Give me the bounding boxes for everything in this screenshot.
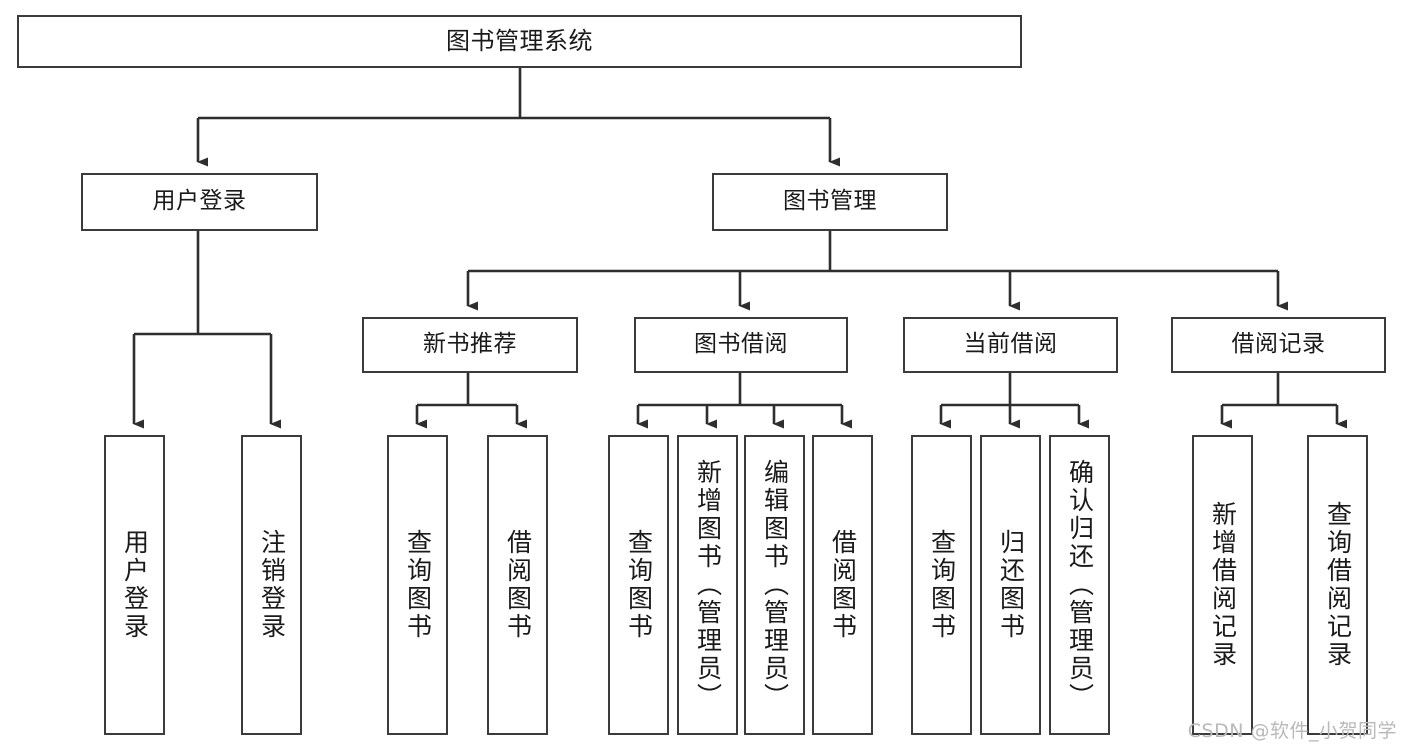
node-label: 图书管理系统 bbox=[446, 27, 593, 56]
leaf-record-add[interactable]: 新增借阅记录 bbox=[1192, 435, 1253, 735]
leaf-user-logout[interactable]: 注销登录 bbox=[241, 435, 302, 735]
node-label: 用户登录 bbox=[152, 188, 247, 215]
node-root-system[interactable]: 图书管理系统 bbox=[17, 15, 1022, 68]
node-label: 借阅图书 bbox=[503, 529, 533, 641]
leaf-borrow-edit-book[interactable]: 编辑图书（管理员） bbox=[744, 435, 805, 735]
node-label: 当前借阅 bbox=[963, 331, 1058, 358]
node-label: 查询图书 bbox=[927, 529, 957, 641]
node-label: 新书推荐 bbox=[423, 331, 517, 358]
node-label: 新增图书（管理员） bbox=[693, 459, 723, 711]
node-label: 编辑图书（管理员） bbox=[760, 459, 790, 711]
node-label: 借阅图书 bbox=[828, 529, 858, 641]
leaf-record-query[interactable]: 查询借阅记录 bbox=[1307, 435, 1368, 735]
node-label: 用户登录 bbox=[120, 529, 150, 641]
node-label: 查询借阅记录 bbox=[1323, 501, 1353, 669]
node-label: 图书借阅 bbox=[694, 331, 788, 358]
leaf-borrow-lend-book[interactable]: 借阅图书 bbox=[812, 435, 873, 735]
node-label: 确认归还（管理员） bbox=[1065, 459, 1095, 711]
node-current-borrow[interactable]: 当前借阅 bbox=[903, 317, 1118, 373]
node-label: 借阅记录 bbox=[1231, 331, 1326, 358]
node-label: 新增借阅记录 bbox=[1208, 501, 1238, 669]
leaf-borrow-query-book[interactable]: 查询图书 bbox=[608, 435, 669, 735]
node-label: 注销登录 bbox=[257, 529, 287, 641]
node-label: 归还图书 bbox=[996, 529, 1026, 641]
node-label: 查询图书 bbox=[624, 529, 654, 641]
node-user-login[interactable]: 用户登录 bbox=[81, 173, 318, 231]
node-new-book-recommend[interactable]: 新书推荐 bbox=[362, 317, 578, 373]
leaf-user-login[interactable]: 用户登录 bbox=[104, 435, 165, 735]
node-borrow-record[interactable]: 借阅记录 bbox=[1171, 317, 1386, 373]
leaf-borrow-add-book[interactable]: 新增图书（管理员） bbox=[677, 435, 738, 735]
node-book-management[interactable]: 图书管理 bbox=[712, 173, 948, 231]
leaf-current-confirm-return[interactable]: 确认归还（管理员） bbox=[1049, 435, 1110, 735]
leaf-current-return-book[interactable]: 归还图书 bbox=[980, 435, 1041, 735]
leaf-recommend-query-book[interactable]: 查询图书 bbox=[387, 435, 448, 735]
leaf-current-query-book[interactable]: 查询图书 bbox=[911, 435, 972, 735]
node-book-borrow[interactable]: 图书借阅 bbox=[634, 317, 848, 373]
leaf-recommend-borrow-book[interactable]: 借阅图书 bbox=[487, 435, 548, 735]
node-label: 图书管理 bbox=[783, 188, 877, 215]
node-label: 查询图书 bbox=[403, 529, 433, 641]
